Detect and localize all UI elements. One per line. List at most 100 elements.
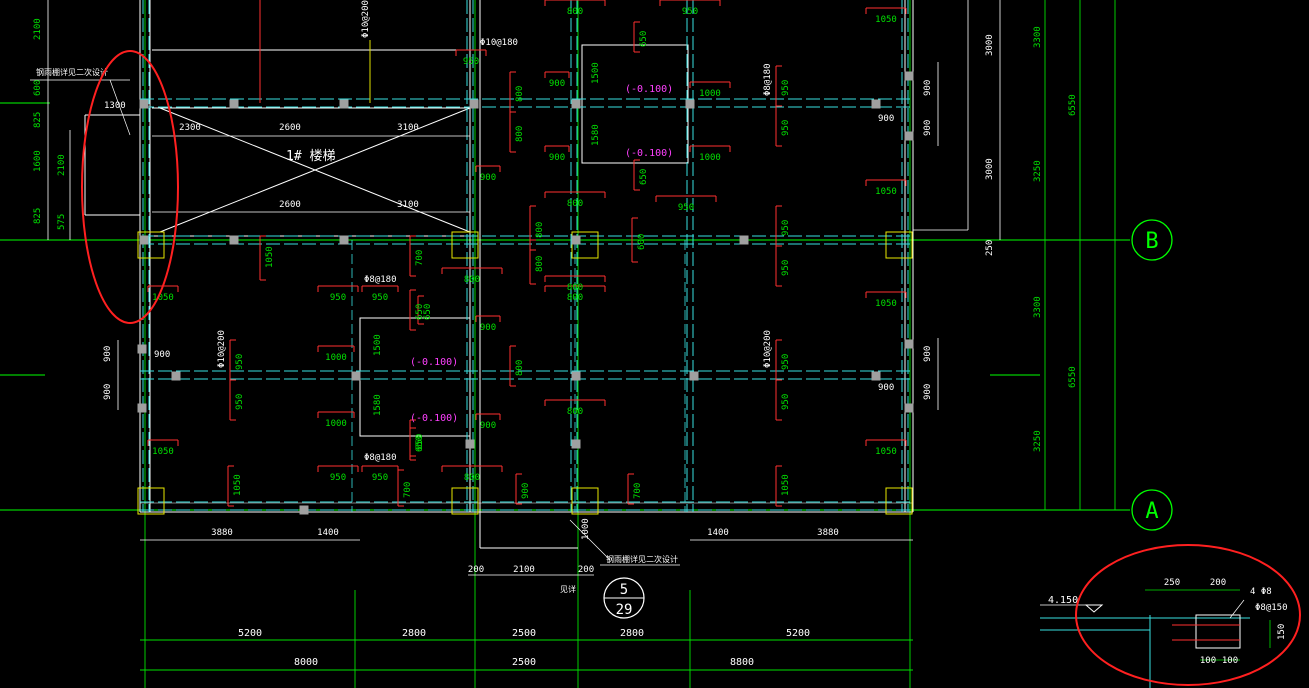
small-column	[904, 339, 914, 349]
dimension-lines	[47, 0, 1271, 688]
pit-dim: 1500	[373, 334, 383, 356]
rebar-length: 950	[781, 220, 791, 236]
rebar-length: 800	[515, 86, 525, 102]
column	[137, 231, 165, 259]
rebar-length: 1050	[875, 15, 897, 25]
rebar-length: 1000	[325, 353, 347, 363]
right-dim: 900	[923, 346, 933, 362]
rebar-length: 950	[682, 7, 698, 17]
rebar-length: 800	[535, 222, 545, 238]
rebar-length: 650	[415, 304, 425, 320]
rebar-length: 1050	[152, 447, 174, 457]
small-column	[685, 99, 695, 109]
axis-bubble-a[interactable]	[1131, 489, 1173, 531]
rebar-length: 1000	[699, 89, 721, 99]
axis-bubble-b[interactable]	[1131, 219, 1173, 261]
column	[571, 487, 599, 515]
drawing-texts: 950 800 800 900 900 1000 1000 1050 1050 800 950 900…	[33, 0, 1287, 668]
rebar-length: 950	[781, 354, 791, 370]
column	[451, 231, 479, 259]
beam-lines	[140, 0, 913, 512]
bottom-dim: 8800	[730, 657, 754, 668]
bottom-dim: 1400	[707, 528, 729, 538]
small-column	[871, 371, 881, 381]
rebar-length: 900	[480, 323, 496, 333]
bottom-dim: 2100	[513, 565, 535, 575]
pit-dim: 1500	[591, 62, 601, 84]
wall-lines	[30, 0, 914, 566]
left-dim: 825	[33, 208, 43, 224]
rebar-spec: Φ8@180	[364, 453, 397, 463]
bottom-dim: 3880	[817, 528, 839, 538]
rebar-length: 1050	[152, 293, 174, 303]
rebar-length: 700	[403, 482, 413, 498]
rebar-length: 650	[415, 436, 425, 452]
rebar-length: 800	[567, 283, 583, 293]
small-column	[139, 235, 149, 245]
axis-dim: 6550	[1068, 94, 1078, 116]
rebar-length: 950	[330, 473, 346, 483]
bottom-dim: 1400	[317, 528, 339, 538]
left-dim: 900	[103, 346, 113, 362]
right-dim: 900	[923, 120, 933, 136]
small-column	[571, 99, 581, 109]
rebar-length: 950	[781, 260, 791, 276]
rebar-length: 1050	[875, 187, 897, 197]
leader-line	[109, 79, 131, 136]
rebar-length: 600	[637, 234, 647, 250]
rebar-spec: Φ8@180	[763, 63, 773, 96]
rebar-length: 1050	[781, 474, 791, 496]
left-dim: 900	[154, 350, 170, 360]
rebar-length: 1050	[233, 474, 243, 496]
small-column	[171, 371, 181, 381]
section-rebar-top: 4 Φ8	[1250, 587, 1272, 597]
stair-dim: 2600	[279, 123, 301, 133]
small-column	[339, 99, 349, 109]
rebar-length: 950	[463, 57, 479, 67]
rebar-length: 800	[515, 360, 525, 376]
rebar-length: 800	[535, 256, 545, 272]
rebar-length: 800	[567, 7, 583, 17]
small-column	[904, 403, 914, 413]
column	[571, 231, 599, 259]
rebar-length: 900	[480, 421, 496, 431]
rebar-length: 650	[639, 31, 649, 47]
left-dim: 2100	[33, 18, 43, 40]
small-column	[689, 371, 699, 381]
stair-dim: 2600	[279, 200, 301, 210]
right-dim: 900	[878, 383, 894, 393]
axis-dim: 6550	[1068, 366, 1078, 388]
column	[885, 231, 913, 259]
axis-dim: 3300	[1033, 26, 1043, 48]
left-dim: 1300	[104, 101, 126, 111]
bottom-dim: 2800	[620, 628, 644, 639]
column	[451, 487, 479, 515]
rebar-length: 1050	[875, 447, 897, 457]
right-dim: 3000	[985, 158, 995, 180]
rebar-marks	[147, 0, 907, 507]
rebar-spec: Φ10@200	[763, 330, 773, 368]
bottom-dim: 200	[468, 565, 484, 575]
section-dim: 150	[1277, 624, 1287, 640]
left-dim: 900	[103, 384, 113, 400]
rebar-length: 900	[480, 173, 496, 183]
slab-level: (-0.100)	[625, 148, 673, 159]
rebar-length: 950	[372, 473, 388, 483]
rebar-length: 800	[515, 126, 525, 142]
left-dim: 575	[57, 214, 67, 230]
rebar-length: 900	[549, 79, 565, 89]
stair-label: 1# 楼梯	[286, 149, 335, 164]
rebar-spec: Φ10@200	[361, 0, 371, 38]
bottom-dim: 2500	[512, 657, 536, 668]
section-dim: 200	[1210, 578, 1226, 588]
right-dim: 3000	[985, 34, 995, 56]
small-column	[137, 344, 147, 354]
stair-cross	[159, 107, 471, 233]
rebar-length: 950	[235, 394, 245, 410]
rebar-length: 950	[781, 120, 791, 136]
pit-dim: 1580	[591, 124, 601, 146]
slab-level: (-0.100)	[625, 84, 673, 95]
rebar-spec: Φ10@200	[217, 330, 227, 368]
stair-dim: 2300	[179, 123, 201, 133]
rebar-length: 950	[372, 293, 388, 303]
